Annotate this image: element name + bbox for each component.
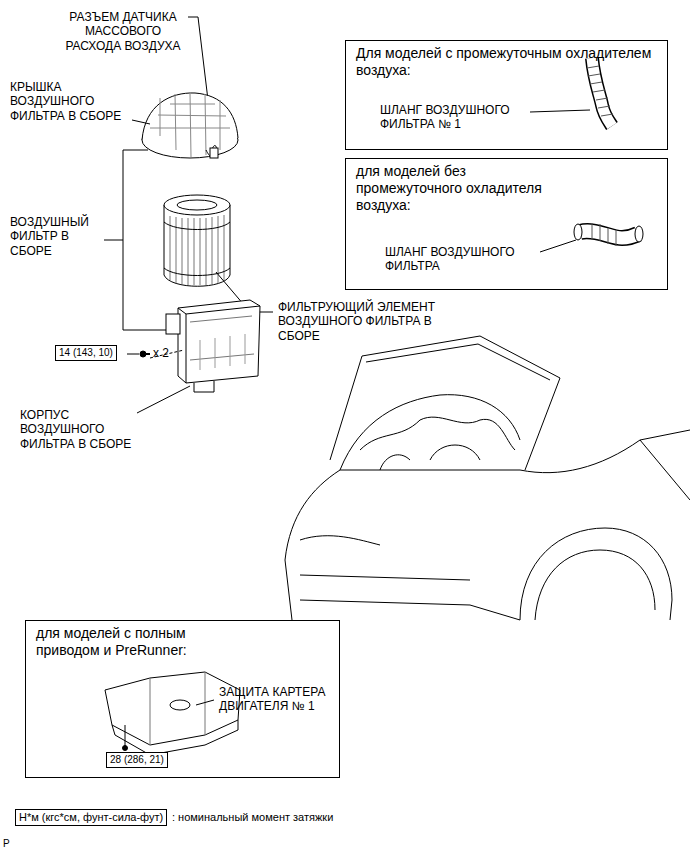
hose-drawing	[574, 223, 643, 246]
leader-line	[196, 700, 214, 705]
part-label: КОРПУС ВОЗДУШНОГО ФИЛЬТРА В СБОРЕ	[20, 408, 135, 451]
cover-drawing	[142, 93, 238, 158]
part-label: ФИЛЬТРУЮЩИЙ ЭЛЕМЕНТ ВОЗДУШНОГО ФИЛЬТРА В…	[278, 300, 446, 343]
variant-panel: для моделей с полным приводом и PreRunne…	[25, 620, 340, 778]
leader-line	[127, 354, 139, 355]
leader-line	[104, 240, 123, 241]
housing-drawing	[166, 300, 260, 392]
leader-line	[137, 386, 190, 413]
panel-heading: для моделей с полным приводом и PreRunne…	[36, 625, 226, 659]
torque-box: 28 (286, 21)	[106, 752, 168, 768]
part-label: ВОЗДУШНЫЙ ФИЛЬТР В СБОРЕ	[10, 215, 102, 258]
quantity-label: x 2	[153, 346, 169, 360]
leader-line	[540, 240, 576, 252]
node-text: Н*м (кгс*см, фунт-сила-фут)	[19, 811, 163, 824]
leader-line	[530, 110, 590, 112]
skid-plate-drawing	[105, 672, 240, 755]
torque-box: 14 (143, 10)	[55, 345, 117, 361]
part-name: ШЛАНГ ВОЗДУШНОГО ФИЛЬТРА	[385, 245, 535, 274]
filter-element-drawing	[164, 195, 230, 286]
part-name: ШЛАНГ ВОЗДУШНОГО ФИЛЬТРА № 1	[380, 103, 525, 132]
vehicle-drawing	[285, 336, 690, 620]
node-text: 28 (286, 21)	[110, 754, 164, 766]
variant-panel: для моделей без промежуточного охладител…	[345, 158, 668, 290]
variant-panel: Для моделей с промежуточным охладителем …	[345, 40, 668, 150]
part-label: РАЗЪЕМ ДАТЧИКА МАССОВОГО РАСХОДА ВОЗДУХА	[62, 10, 184, 53]
legend-box: Н*м (кгс*см, фунт-сила-фут)	[15, 809, 167, 826]
panel-heading: Для моделей с промежуточным охладителем …	[356, 45, 656, 79]
leader-line	[132, 120, 150, 124]
part-label: КРЫШКА ВОЗДУШНОГО ФИЛЬТРА В СБОРЕ	[10, 80, 130, 123]
bolt-symbol	[140, 351, 150, 357]
node-text: 14 (143, 10)	[59, 347, 113, 359]
part-name: ЗАЩИТА КАРТЕРА ДВИГАТЕЛЯ № 1	[219, 685, 331, 714]
hose-drawing	[587, 58, 613, 126]
legend-text: : номинальный момент затяжки	[172, 811, 333, 824]
page-mark: P	[3, 838, 10, 850]
panel-heading: для моделей без промежуточного охладител…	[356, 163, 568, 213]
